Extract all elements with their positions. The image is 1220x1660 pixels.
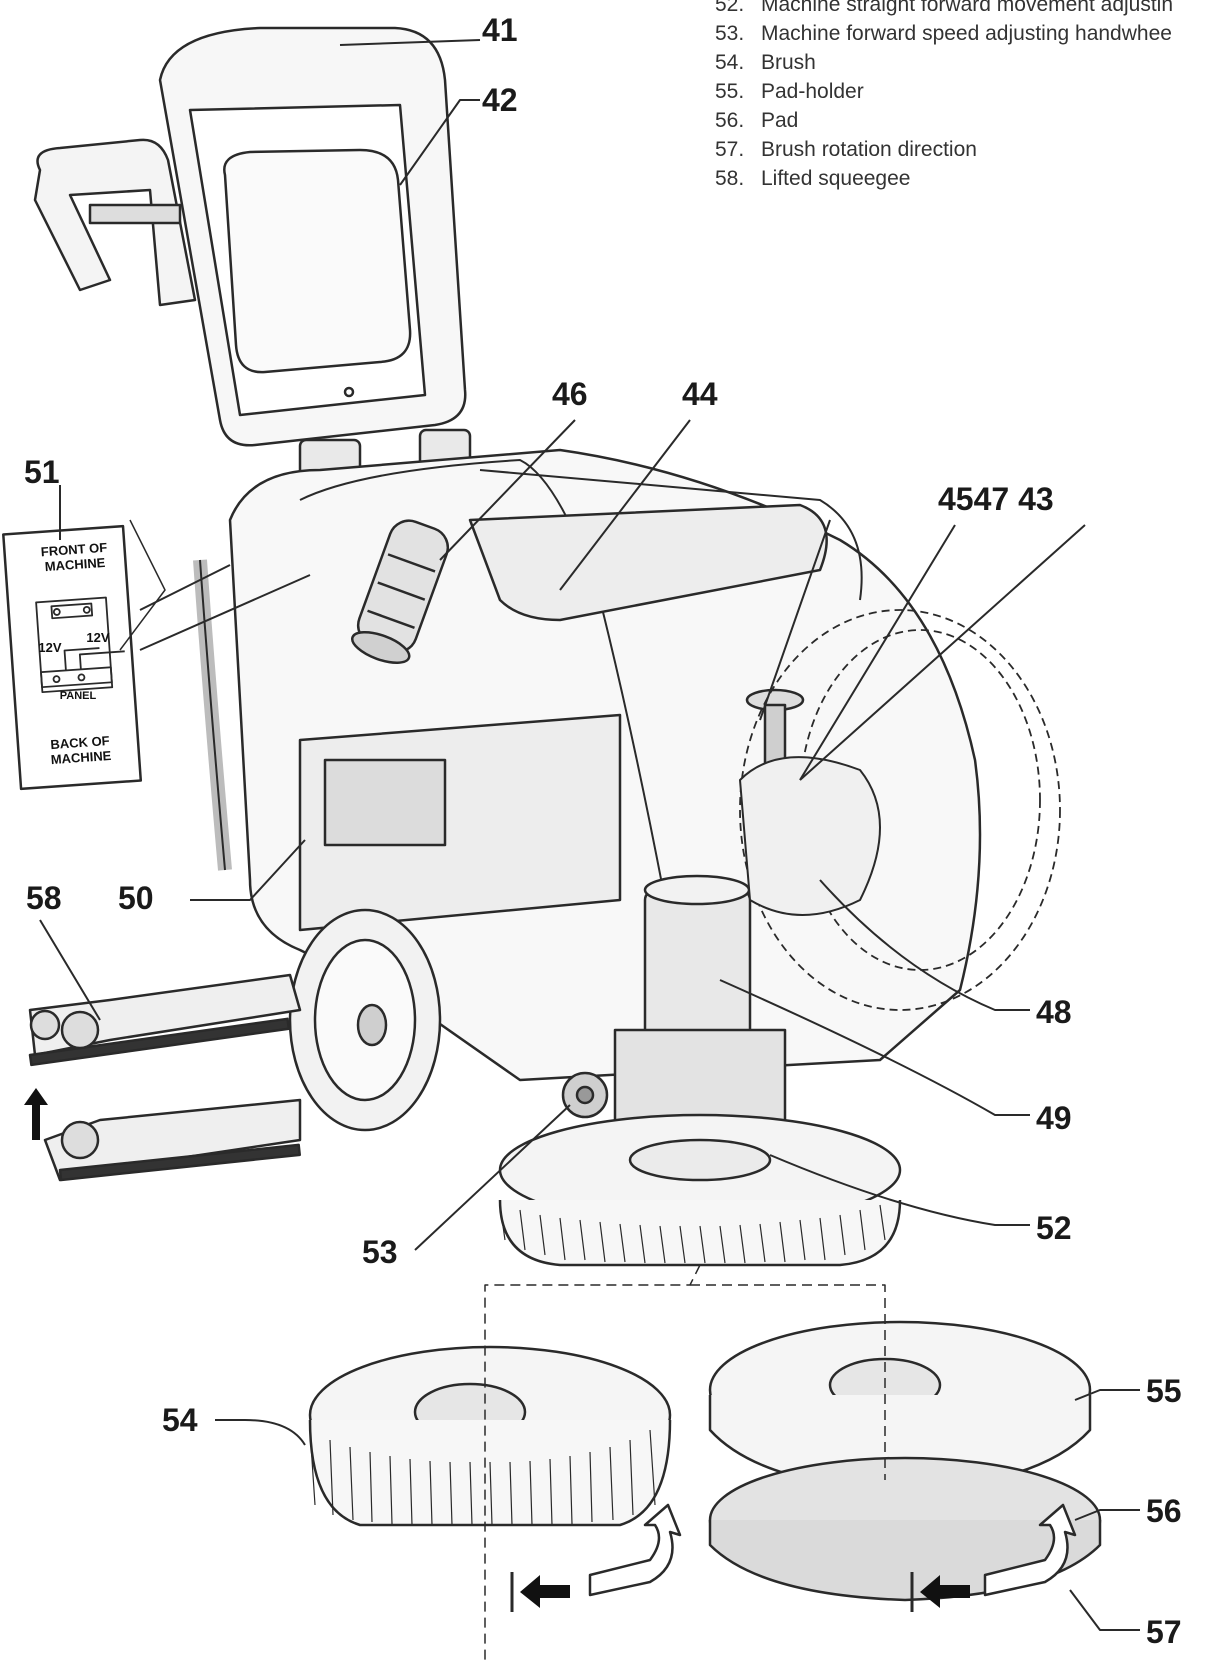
- lift-arrow: [24, 1088, 48, 1140]
- panel-label: PANEL: [59, 690, 97, 702]
- callout-49: 49: [1036, 1100, 1072, 1136]
- handle: [33, 138, 197, 307]
- rotation-arrow-brush-outline: [588, 1503, 682, 1597]
- legend-item: 56.Pad: [715, 109, 799, 132]
- legend-item: 58.Lifted squeegee: [715, 167, 911, 190]
- callout-56: 56: [1146, 1493, 1182, 1529]
- legend-item: 52.Machine straight forward movement adj…: [715, 0, 1174, 16]
- panel-voltage-2: 12V: [86, 630, 110, 645]
- callout-51: 51: [24, 454, 60, 490]
- callout-52: 52: [1036, 1210, 1072, 1246]
- callout-50: 50: [118, 880, 154, 916]
- callout-46: 46: [552, 376, 588, 412]
- filter: [351, 519, 450, 664]
- callout-54: 54: [162, 1402, 198, 1438]
- callout-42: 42: [482, 82, 518, 118]
- rotation-arrow-brush-bold: [520, 1575, 570, 1608]
- legend-item: 54.Brush: [715, 51, 816, 74]
- callout-55: 55: [1146, 1373, 1182, 1409]
- brush-motor: [643, 888, 752, 1042]
- callout-48: 48: [1036, 994, 1072, 1030]
- legend: 52.Machine straight forward movement adj…: [715, 0, 1220, 193]
- panel-voltage-1: 12V: [38, 640, 62, 655]
- rotation-arrow-pad-bold: [920, 1575, 970, 1608]
- rotation-arrow-pad-outline: [983, 1503, 1077, 1597]
- legend-item: 53.Machine forward speed adjusting handw…: [715, 22, 1172, 45]
- callout-4547-43: 4547 43: [938, 481, 1054, 517]
- callout-57: 57: [1146, 1614, 1182, 1650]
- callout-44: 44: [682, 376, 718, 412]
- legend-item: 57.Brush rotation direction: [715, 138, 977, 161]
- callout-53: 53: [362, 1234, 398, 1270]
- leader-lines: [39, 39, 1140, 1631]
- legend-item: 55.Pad-holder: [715, 80, 864, 103]
- callout-41: 41: [482, 12, 518, 48]
- callout-58: 58: [26, 880, 62, 916]
